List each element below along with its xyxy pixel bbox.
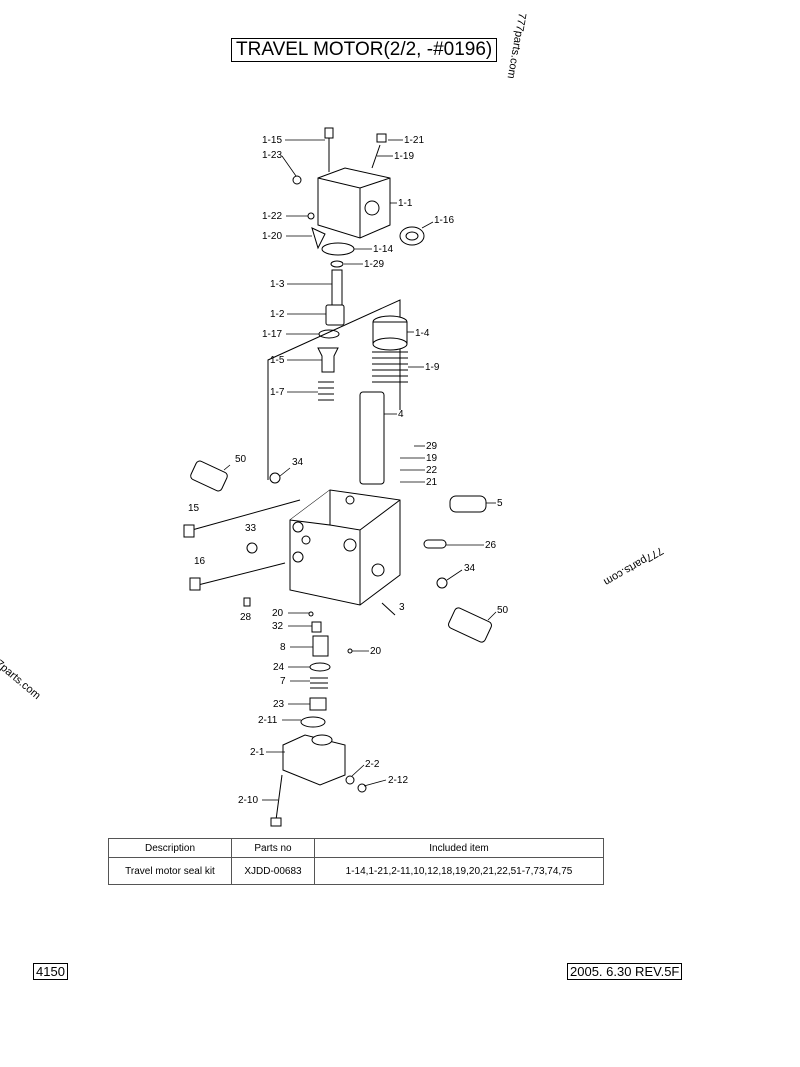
part-callout: 1-14 <box>373 244 393 255</box>
part-callout: 1-3 <box>270 279 285 290</box>
part-callout: 22 <box>426 465 438 476</box>
part-callout: 21 <box>426 477 438 488</box>
part-callout: 20 <box>370 646 382 657</box>
column-header: Included item <box>314 838 604 858</box>
part-callout: 1-21 <box>404 135 424 146</box>
table-cell: 1-14,1-21,2-11,10,12,18,19,20,21,22,51-7… <box>314 857 604 885</box>
part-callout: 4 <box>398 409 404 420</box>
part-callout: 19 <box>426 453 438 464</box>
part-callout: 29 <box>426 441 438 452</box>
part-callout: 1-5 <box>270 355 285 366</box>
leader-line <box>279 467 291 477</box>
part-callout: 2-1 <box>250 747 265 758</box>
part-callout: 20 <box>272 608 284 619</box>
part-callout: 23 <box>273 699 285 710</box>
leader-line <box>281 155 297 177</box>
part-callout: 1-15 <box>262 135 282 146</box>
leader-line <box>223 464 231 471</box>
seal-kit-table: Description Parts no Included item Trave… <box>108 838 604 885</box>
leader-line <box>487 611 497 621</box>
part-callout: 3 <box>399 602 405 613</box>
part-callout: 2-12 <box>388 775 408 786</box>
part-callout: 1-23 <box>262 150 282 161</box>
part-callout: 1-17 <box>262 329 282 340</box>
leader-line <box>363 779 387 787</box>
part-callout: 32 <box>272 621 284 632</box>
table-cell: XJDD-00683 <box>231 857 315 885</box>
part-callout: 7 <box>280 676 286 687</box>
part-callout: 34 <box>464 563 476 574</box>
leader-line <box>421 221 434 229</box>
page-number: 4150 <box>33 963 68 980</box>
part-callout: 1-1 <box>398 198 413 209</box>
part-callout: 34 <box>292 457 304 468</box>
part-callout: 1-29 <box>364 259 384 270</box>
leader-line <box>446 569 463 581</box>
part-callout: 2-10 <box>238 795 258 806</box>
part-callout: 24 <box>273 662 285 673</box>
part-callout: 50 <box>497 605 509 616</box>
column-header: Description <box>108 838 232 858</box>
column-header: Parts no <box>231 838 315 858</box>
part-callout: 1-16 <box>434 215 454 226</box>
part-callout: 1-9 <box>425 362 440 373</box>
part-callout: 50 <box>235 454 247 465</box>
part-callout: 1-22 <box>262 211 282 222</box>
part-callout: 15 <box>188 503 200 514</box>
part-callout: 1-2 <box>270 309 285 320</box>
part-callout: 8 <box>280 642 286 653</box>
part-callout: 33 <box>245 523 257 534</box>
revision-label: 2005. 6.30 REV.5F <box>567 963 683 980</box>
part-callout: 28 <box>240 612 252 623</box>
part-callout: 2-11 <box>258 715 278 726</box>
part-callout: 5 <box>497 498 503 509</box>
part-callout: 2-2 <box>365 759 380 770</box>
part-callout: 1-20 <box>262 231 282 242</box>
page-title: TRAVEL MOTOR(2/2, -#0196) <box>231 38 498 62</box>
part-callout: 1-19 <box>394 151 414 162</box>
part-callout: 1-7 <box>270 387 285 398</box>
table-header-row: Description Parts no Included item <box>108 838 604 858</box>
table-row: Travel motor seal kit XJDD-00683 1-14,1-… <box>108 857 604 885</box>
part-callout: 1-4 <box>415 328 430 339</box>
part-callout: 26 <box>485 540 497 551</box>
table-cell: Travel motor seal kit <box>108 857 232 885</box>
part-callout: 16 <box>194 556 206 567</box>
leader-line <box>351 764 365 777</box>
